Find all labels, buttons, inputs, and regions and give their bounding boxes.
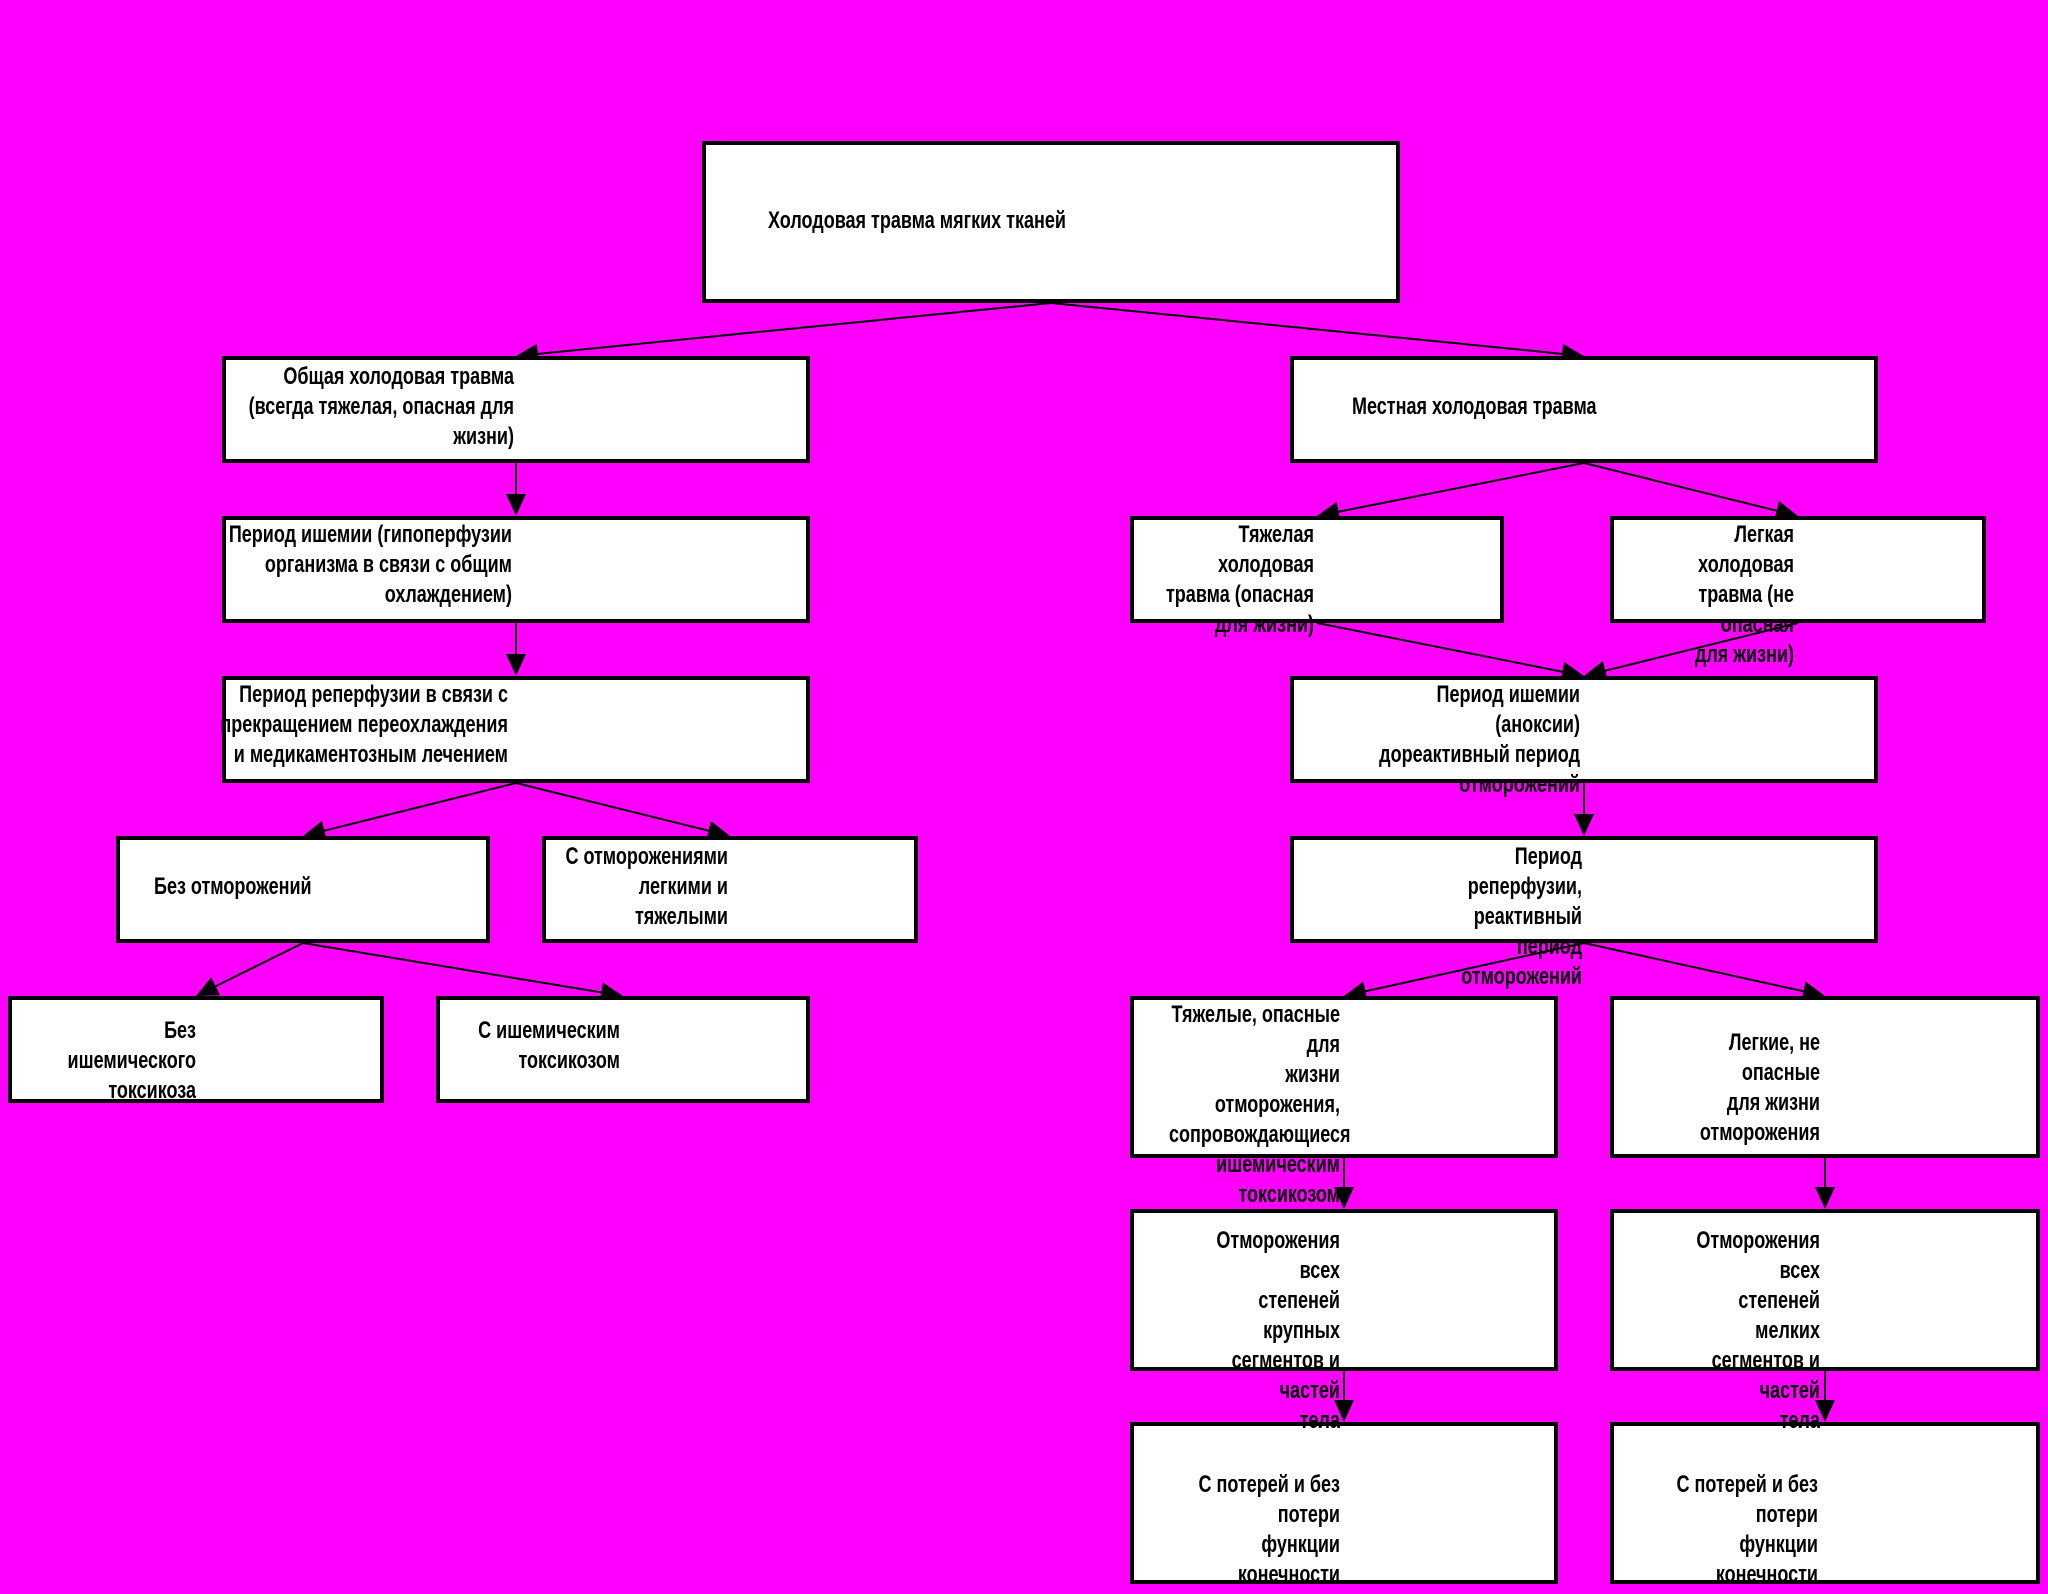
arrowhead	[506, 494, 526, 516]
node-general	[222, 356, 810, 463]
label-small-segments: Отморожения всех степеней мелких сегмент…	[1696, 1227, 1820, 1434]
node-small-segments	[1610, 1209, 2040, 1371]
arrowhead	[1815, 1187, 1835, 1209]
label-local-ischemia: Период ишемии (аноксии) дореактивный пер…	[1379, 681, 1580, 798]
node-local-ischemia	[1290, 676, 1878, 783]
connector-line	[1050, 302, 1563, 355]
node-large-segments	[1130, 1209, 1558, 1371]
connector-line	[515, 782, 709, 832]
node-with-frostbite	[542, 836, 918, 943]
node-limb-function-right	[1610, 1422, 2040, 1584]
node-root	[702, 141, 1400, 303]
node-general-reperfusion	[222, 676, 810, 783]
connector-line	[537, 302, 1052, 355]
label-with-toxicosis: С ишемическим токсикозом	[478, 1017, 620, 1074]
label-no-toxicosis: Без ишемического токсикоза	[67, 1017, 196, 1104]
arrowhead	[506, 654, 526, 676]
node-mild-frostbite	[1610, 996, 2040, 1158]
connector-line	[324, 782, 517, 832]
connector-line	[215, 942, 304, 988]
node-limb-function-left	[1130, 1422, 1558, 1584]
node-no-toxicosis	[8, 996, 384, 1103]
label-with-frostbite: С отморожениями легкими и тяжелыми	[565, 843, 728, 930]
arrowhead	[706, 821, 730, 841]
arrowhead	[1815, 1400, 1835, 1422]
arrowhead	[1584, 661, 1608, 681]
label-severe-local: Тяжелая холодовая травма (опасная для жи…	[1165, 521, 1314, 638]
node-no-frostbite	[116, 836, 490, 943]
label-root: Холодовая травма мягких тканей	[768, 207, 1066, 234]
node-severe-frostbite	[1130, 996, 1558, 1158]
label-general: Общая холодовая травма (всегда тяжелая, …	[248, 363, 514, 450]
node-general-ischemia	[222, 516, 810, 623]
label-no-frostbite: Без отморожений	[154, 873, 312, 900]
node-mild-local	[1610, 516, 1986, 623]
label-general-ischemia: Период ишемии (гипоперфузии организма в …	[228, 521, 512, 608]
arrowhead	[1334, 1187, 1354, 1209]
label-severe-frostbite: Тяжелые, опасные для жизни отморожения, …	[1169, 1001, 1351, 1208]
node-local-reperfusion	[1290, 836, 1878, 943]
connector-line	[1583, 462, 1777, 512]
connector-line	[302, 942, 602, 994]
label-limb-function-right: С потерей и без потери функции конечност…	[1676, 1471, 1818, 1588]
label-limb-function-left: С потерей и без потери функции конечност…	[1198, 1471, 1340, 1588]
arrowhead	[1774, 501, 1798, 521]
node-local	[1290, 356, 1878, 463]
connector-line	[1583, 942, 1804, 993]
connector-line	[1605, 622, 1799, 672]
arrowhead	[1574, 814, 1594, 836]
node-with-toxicosis	[436, 996, 810, 1103]
label-general-reperfusion: Период реперфузии в связи с прекращением…	[220, 681, 508, 768]
arrowhead	[196, 977, 221, 996]
label-mild-frostbite: Легкие, не опасные для жизни отморожения	[1699, 1029, 1820, 1146]
connector-line	[1365, 942, 1585, 993]
arrowhead	[1334, 1400, 1354, 1422]
arrowhead	[303, 820, 327, 841]
connector-line	[1316, 622, 1563, 673]
label-local-reperfusion: Период реперфузии, реактивный период отм…	[1461, 843, 1582, 990]
label-mild-local: Легкая холодовая травма (не опасная для …	[1694, 521, 1794, 668]
label-large-segments: Отморожения всех степеней крупных сегмен…	[1216, 1227, 1340, 1434]
connector-line	[1338, 462, 1585, 513]
label-local: Местная холодовая травма	[1352, 393, 1597, 420]
node-severe-local	[1130, 516, 1504, 623]
